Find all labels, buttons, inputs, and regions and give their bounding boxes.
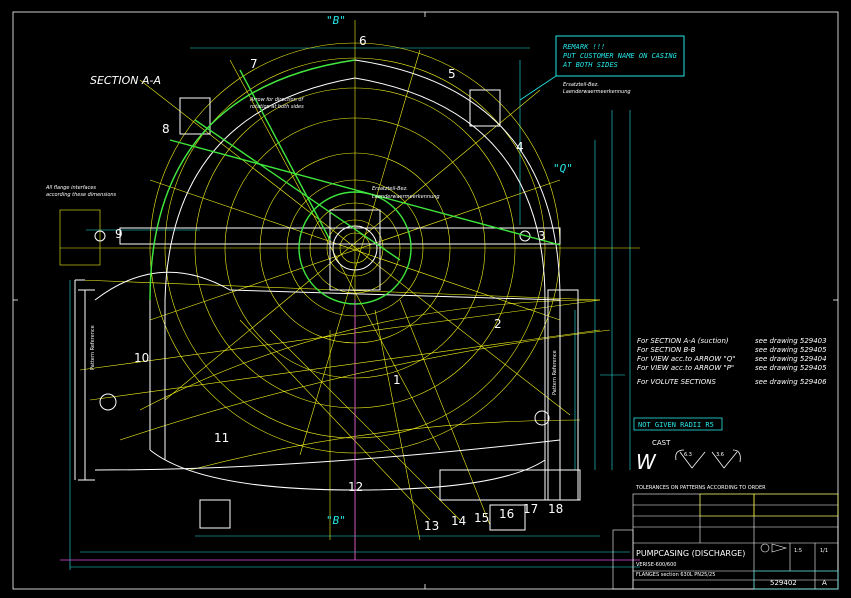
callout-7: 7 xyxy=(250,57,258,71)
arrow-note-1: Arrow for direction of xyxy=(249,97,304,103)
remark-line-1: REMARK !!! xyxy=(563,43,605,51)
surface-value-1: 6.3 xyxy=(684,452,692,458)
flange-note-2: according these dimensions xyxy=(46,192,117,198)
ref-label-5: For VOLUTE SECTIONS xyxy=(637,378,716,386)
callout-4: 4 xyxy=(516,140,524,154)
callout-14: 14 xyxy=(451,514,466,528)
remark-box: REMARK !!! PUT CUSTOMER NAME ON CASING A… xyxy=(519,35,685,101)
callout-18: 18 xyxy=(548,502,563,516)
ref-drawing-2: see drawing 529405 xyxy=(755,346,827,354)
remark-line-2: PUT CUSTOMER NAME ON CASING xyxy=(563,52,678,60)
revision-letter: A xyxy=(822,579,827,587)
callout-13: 13 xyxy=(424,519,439,533)
remark-note-2: Laenderwaermeerkennung xyxy=(563,89,631,95)
sheet-value: 1/1 xyxy=(820,548,828,554)
center-note-2: Laenderwaermeerkennung xyxy=(372,194,440,200)
callout-15: 15 xyxy=(474,511,489,525)
drawing-frame xyxy=(12,11,839,590)
arrow-note-2: rotation at both sides xyxy=(250,104,304,110)
surface-value-2: 3.6 xyxy=(716,452,724,458)
callout-12: 12 xyxy=(348,480,363,494)
callout-3: 3 xyxy=(538,229,546,243)
view-b-top-label: "B" xyxy=(326,14,346,27)
callout-8: 8 xyxy=(162,122,170,136)
pattern-note-right: Pattern Reference xyxy=(552,350,558,395)
callout-16: 16 xyxy=(499,507,514,521)
ref-label-2: For SECTION B-B xyxy=(637,346,696,354)
callout-numbers: 1 2 3 4 5 6 7 8 9 10 11 12 13 14 15 16 1… xyxy=(115,34,563,533)
reference-list: For SECTION A-A (suction) see drawing 52… xyxy=(637,337,827,386)
ref-drawing-4: see drawing 529405 xyxy=(755,364,827,372)
title-block-fill xyxy=(699,493,839,590)
callout-9: 9 xyxy=(115,227,123,241)
callout-17: 17 xyxy=(523,502,538,516)
ref-drawing-1: see drawing 529403 xyxy=(755,337,827,345)
callout-5: 5 xyxy=(448,67,456,81)
flange-spec: FLANGES section 630L PN25/25 xyxy=(636,572,715,578)
pattern-note-left: Pattern Reference xyxy=(90,325,96,370)
callout-10: 10 xyxy=(134,351,149,365)
ref-label-4: For VIEW acc.to ARROW "P" xyxy=(637,364,734,372)
ref-label-1: For SECTION A-A (suction) xyxy=(637,337,729,345)
view-q-label: "Q" xyxy=(553,162,573,175)
part-code: VERISE-600/600 xyxy=(636,562,676,568)
ref-drawing-3: see drawing 529404 xyxy=(755,355,827,363)
center-note-1: Ersatzteil-Bez. xyxy=(372,186,408,192)
callout-2: 2 xyxy=(494,317,502,331)
remark-note-1: Ersatzteil-Bez. xyxy=(563,82,599,88)
flange-note-1: All flange interfaces xyxy=(45,185,96,191)
remark-line-3: AT BOTH SIDES xyxy=(562,61,618,69)
scale-value: 1:5 xyxy=(794,548,802,554)
view-b-bottom-label: "B" xyxy=(326,514,346,527)
dimension-lines xyxy=(69,47,640,570)
callout-6: 6 xyxy=(359,34,367,48)
radii-note: NOT GIVEN RADII R5 xyxy=(633,417,723,431)
casing-outline xyxy=(74,59,581,531)
surface-mark: W xyxy=(636,450,657,474)
callout-11: 11 xyxy=(214,431,229,445)
tolerance-note: TOLERANCES ON PATTERNS ACCORDING TO ORDE… xyxy=(635,485,766,491)
ref-label-3: For VIEW acc.to ARROW "Q" xyxy=(637,355,735,363)
surface-finish: CAST W 6.3 3.6 xyxy=(636,439,741,474)
radii-text: NOT GIVEN RADII R5 xyxy=(638,421,714,429)
drawing-number: 529402 xyxy=(770,579,797,587)
surface-cast-label: CAST xyxy=(652,439,671,447)
part-name: PUMPCASING (DISCHARGE) xyxy=(636,549,745,558)
callout-1: 1 xyxy=(393,373,401,387)
section-title: SECTION A-A xyxy=(90,74,161,87)
accent-lines xyxy=(60,300,640,561)
ref-drawing-5: see drawing 529406 xyxy=(755,378,827,386)
